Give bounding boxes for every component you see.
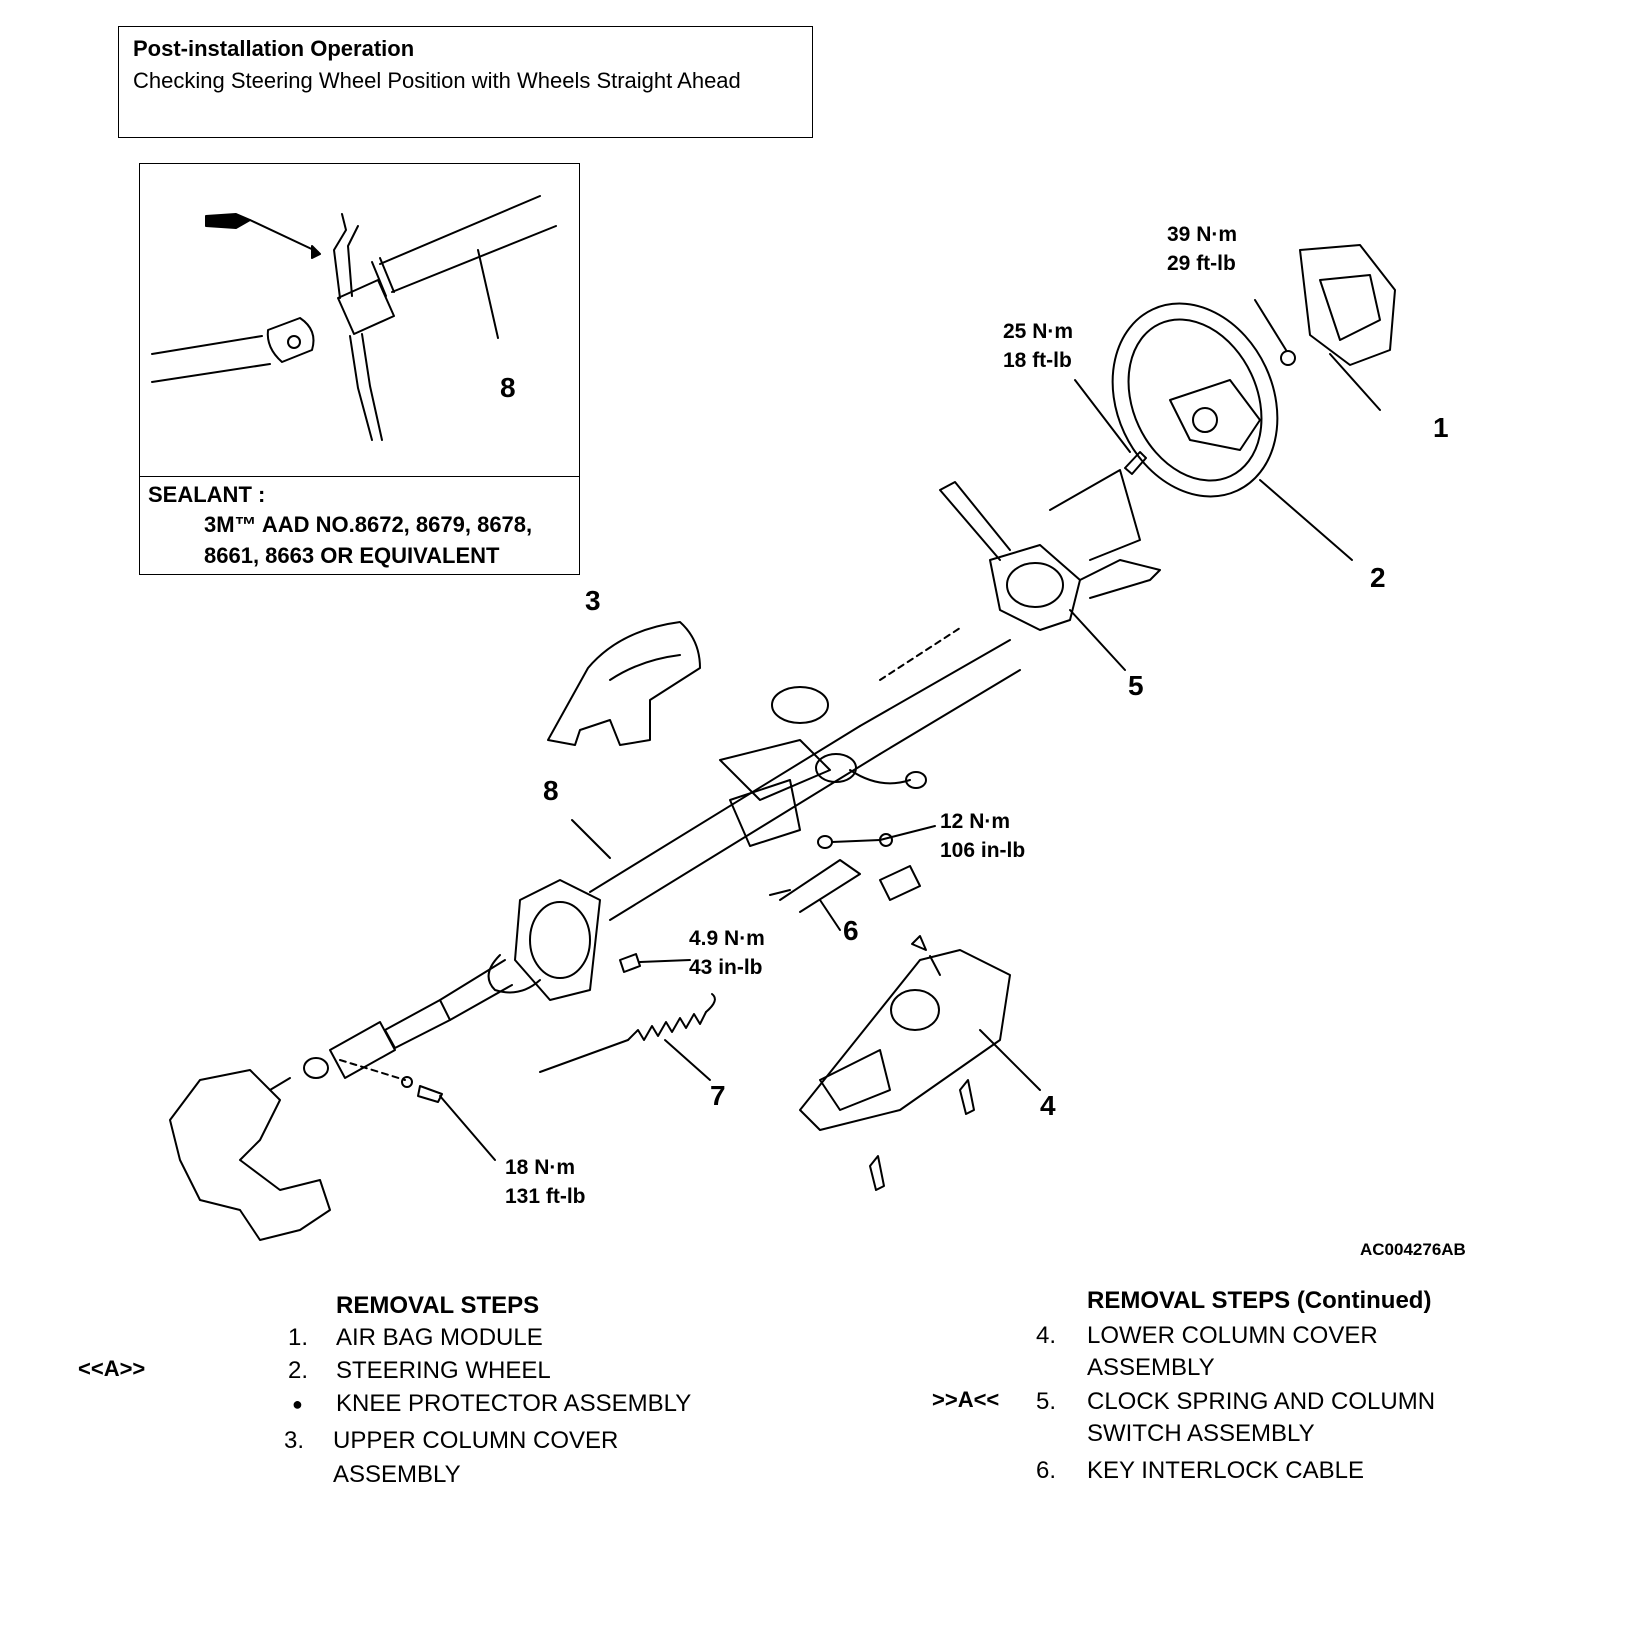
sealant-label: SEALANT : <box>148 482 266 507</box>
callout-2: 2 <box>1370 562 1386 593</box>
removal-step-text: UPPER COLUMN COVER <box>333 1427 619 1454</box>
removal-step-marker: >>A<< <box>932 1387 1000 1412</box>
torque-joint-bolt: 18 N·m 131 ft-lb <box>505 1153 586 1211</box>
callout-7: 7 <box>710 1080 726 1111</box>
inset-callout-8: 8 <box>500 372 516 403</box>
post-installation-body: Checking Steering Wheel Position with Wh… <box>133 68 741 93</box>
inset-divider <box>139 476 580 477</box>
removal-step-number: 5. <box>1036 1388 1057 1415</box>
sealant-spec-line-1: 3M™ AAD NO.8672, 8679, 8678, <box>204 512 533 537</box>
removal-step-text: CLOCK SPRING AND COLUMN <box>1087 1388 1436 1415</box>
removal-step-text: KNEE PROTECTOR ASSEMBLY <box>336 1390 692 1417</box>
figure-id: AC004276AB <box>1360 1240 1466 1259</box>
torque-steering-wheel-bolt: 25 N·m 18 ft-lb <box>1003 317 1073 375</box>
torque-small-bolt: 4.9 N·m 43 in-lb <box>689 924 765 982</box>
lower-column-cover <box>799 949 1011 1131</box>
removal-step-text-cont: ASSEMBLY <box>1087 1354 1215 1381</box>
sealant-spec-line-2: 8661, 8663 OR EQUIVALENT <box>204 543 500 568</box>
inset-shaft-drawing <box>151 195 557 441</box>
callout-6: 6 <box>843 915 859 946</box>
removal-step-number: 3. <box>284 1427 305 1454</box>
torque-imperial: 106 in-lb <box>940 839 1026 862</box>
torque-nm: 12 N·m <box>940 810 1011 833</box>
steering-gear-outline <box>169 1069 331 1241</box>
callout-8: 8 <box>543 775 559 806</box>
air-bag-module <box>1299 244 1396 366</box>
removal-step-number: 1. <box>288 1324 309 1351</box>
steering-column-shaft <box>589 627 1021 921</box>
torque-airbag-nut: 39 N·m 29 ft-lb <box>1167 220 1237 278</box>
removal-steps-continued-heading: REMOVAL STEPS (Continued) <box>1087 1287 1432 1314</box>
leader-lines <box>439 353 1381 1161</box>
wheel-nut <box>1254 299 1296 366</box>
callout-1: 1 <box>1433 412 1449 443</box>
column-flange-plate <box>514 879 601 1001</box>
cover-screws <box>869 935 975 1191</box>
post-installation-title: Post-installation Operation <box>133 36 415 61</box>
key-interlock-cable <box>769 833 921 913</box>
steering-wheel <box>1111 302 1279 498</box>
torque-nm: 39 N·m <box>1167 223 1238 246</box>
torque-imperial: 18 ft-lb <box>1003 349 1072 372</box>
removal-step-number: 6. <box>1036 1457 1057 1484</box>
steering-wheel-bolt <box>1074 379 1147 475</box>
post-installation-box <box>118 26 813 138</box>
torque-column-bolt: 12 N·m 106 in-lb <box>940 807 1025 865</box>
torque-nm: 4.9 N·m <box>689 927 765 950</box>
small-bolt <box>619 953 691 973</box>
removal-step-bullet: ● <box>292 1394 303 1414</box>
torque-imperial: 131 ft-lb <box>505 1185 586 1208</box>
removal-step-text: AIR BAG MODULE <box>336 1324 543 1351</box>
upper-column-cover <box>547 621 701 746</box>
removal-steps-heading: REMOVAL STEPS <box>336 1292 540 1319</box>
torque-nm: 25 N·m <box>1003 320 1074 343</box>
intermediate-shaft <box>303 954 541 1103</box>
removal-step-number: 4. <box>1036 1322 1057 1349</box>
sealant-inset-box <box>139 163 580 575</box>
removal-step-text-cont: SWITCH ASSEMBLY <box>1087 1420 1315 1447</box>
torque-imperial: 29 ft-lb <box>1167 252 1236 275</box>
removal-step-text-cont: ASSEMBLY <box>333 1461 461 1488</box>
torque-imperial: 43 in-lb <box>689 956 763 979</box>
callout-4: 4 <box>1040 1090 1056 1121</box>
removal-step-number: 2. <box>288 1357 309 1384</box>
tilt-spring <box>539 993 716 1081</box>
removal-step-text: STEERING WHEEL <box>336 1357 551 1384</box>
removal-step-text: KEY INTERLOCK CABLE <box>1087 1457 1364 1484</box>
removal-step-marker: <<A>> <box>78 1356 146 1381</box>
removal-step-text: LOWER COLUMN COVER <box>1087 1322 1378 1349</box>
callout-3: 3 <box>585 585 601 616</box>
column-switch-assembly <box>939 469 1161 631</box>
callout-5: 5 <box>1128 670 1144 701</box>
torque-nm: 18 N·m <box>505 1156 576 1179</box>
